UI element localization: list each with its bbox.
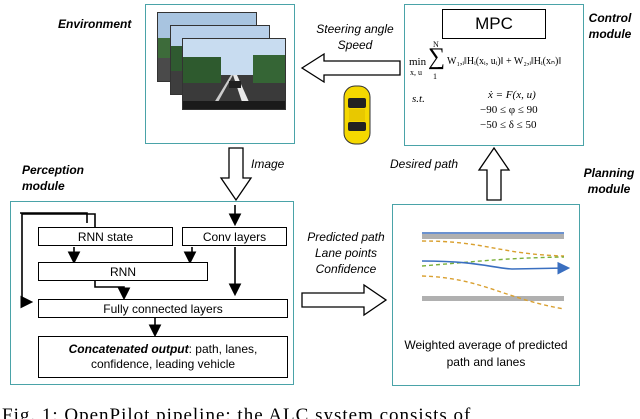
perception-connectors <box>20 205 242 338</box>
output-bold-label: Concatenated output <box>68 342 189 356</box>
perception-to-planning-arrow-icon <box>301 283 388 317</box>
perception-title-line2: module <box>22 179 65 193</box>
subject-to-label: s.t. <box>412 93 425 105</box>
rnn-state-box: RNN state <box>38 227 173 246</box>
steering-angle-label: Steering angle <box>316 22 394 36</box>
constraint-delta: −50 ≤ δ ≤ 50 <box>480 119 537 131</box>
concatenated-output-box: Concatenated output: path, lanes, confid… <box>38 336 288 378</box>
control-to-environment-arrow-icon <box>300 52 401 84</box>
planning-caption-line1: Weighted average of predicted <box>404 338 568 352</box>
planning-title-line1: Planning <box>583 166 635 180</box>
image-label: Image <box>251 157 285 171</box>
environment-to-perception-arrow-icon <box>219 147 253 202</box>
control-title-line2: module <box>588 27 632 41</box>
planning-caption-line2: path and lanes <box>446 355 526 369</box>
fully-connected-box: Fully connected layers <box>38 299 288 318</box>
output-rest-line1: : path, lanes, <box>188 342 258 356</box>
perception-title-line1: Perception <box>22 163 85 177</box>
objective-terms: W₁,ᵢ‖Hᵢ(xᵢ, uᵢ)‖ + W₂,ᵢ‖Hᵢ(xₙ)‖ <box>447 56 562 67</box>
conv-layers-box: Conv layers <box>182 227 287 246</box>
desired-path-label: Desired path <box>390 157 459 171</box>
planning-to-control-arrow-icon <box>477 146 511 201</box>
confidence-label: Confidence <box>315 262 377 276</box>
constraint-phi: −90 ≤ φ ≤ 90 <box>480 104 538 116</box>
objective-min-subscript: x, u <box>410 68 422 77</box>
objective-min: min <box>409 56 427 68</box>
sum-symbol: ∑ <box>428 44 446 70</box>
control-title-line1: Control <box>588 11 632 25</box>
figure-caption: Fig. 1: OpenPilot pipeline: the ALC syst… <box>2 405 472 419</box>
constraint-dynamics: ẋ = F(x, u) <box>488 89 536 101</box>
mpc-box: MPC <box>442 9 546 39</box>
sum-lower-limit: 1 <box>433 72 437 81</box>
sum-upper-limit: N <box>433 40 439 49</box>
predicted-path-label: Predicted path <box>307 230 385 244</box>
car-icon <box>343 85 371 145</box>
output-rest-line2: confidence, leading vehicle <box>90 357 236 371</box>
road-photo-front-icon <box>182 38 286 110</box>
lanes-visualization <box>421 232 571 310</box>
rnn-box: RNN <box>38 262 208 281</box>
rnn-recurrent-loop <box>20 213 96 309</box>
environment-title: Environment <box>58 17 132 31</box>
lane-points-label: Lane points <box>314 246 378 260</box>
speed-label: Speed <box>337 38 373 52</box>
planning-title-line2: module <box>587 182 631 196</box>
